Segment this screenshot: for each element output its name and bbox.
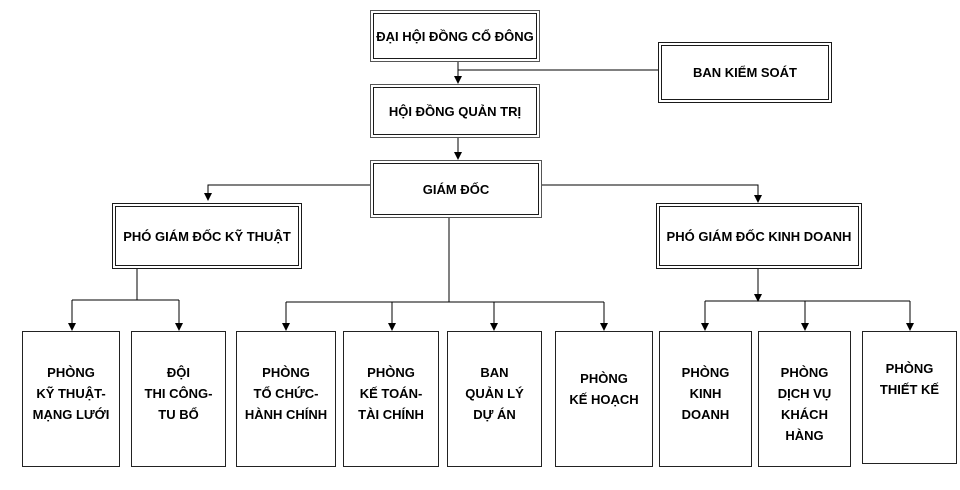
general-meeting-box: ĐẠI HỘI ĐỒNG CỔ ĐÔNG (370, 10, 540, 62)
supervisory-board-label: BAN KIỂM SOÁT (693, 65, 797, 80)
board-of-directors-box: HỘI ĐỒNG QUẢN TRỊ (370, 84, 540, 138)
deputy-business-box: PHÓ GIÁM ĐỐC KINH DOANH (656, 203, 862, 269)
director-box: GIÁM ĐỐC (370, 160, 542, 218)
board-of-directors-label: HỘI ĐỒNG QUẢN TRỊ (388, 103, 522, 119)
department-box: BAN QUẢN LÝ DỰ ÁN (447, 331, 542, 467)
department-label: PHÒNG TỔ CHỨC- HÀNH CHÍNH (244, 365, 328, 422)
department-box: PHÒNG KỸ THUẬT- MẠNG LƯỚI (22, 331, 120, 467)
department-label: PHÒNG KỸ THUẬT- MẠNG LƯỚI (32, 365, 110, 422)
deputy-technical-box: PHÓ GIÁM ĐỐC KỸ THUẬT (112, 203, 302, 269)
director-label: GIÁM ĐỐC (422, 181, 490, 197)
department-label: PHÒNG DỊCH VỤ KHÁCH HÀNG (777, 365, 832, 443)
connector-director-to-deputy-technical (204, 184, 372, 201)
department-box: PHÒNG THIẾT KẾ (862, 331, 957, 464)
general-meeting-label: ĐẠI HỘI ĐỒNG CỔ ĐÔNG (376, 28, 534, 44)
deputy-business-label: PHÓ GIÁM ĐỐC KINH DOANH (666, 228, 852, 244)
department-label: BAN QUẢN LÝ DỰ ÁN (465, 365, 524, 422)
department-box: PHÒNG TỔ CHỨC- HÀNH CHÍNH (236, 331, 336, 467)
connector-director-to-deputy-business (540, 184, 762, 203)
department-box: PHÒNG DỊCH VỤ KHÁCH HÀNG (758, 331, 851, 467)
department-box: ĐỘI THI CÔNG- TU BỔ (131, 331, 226, 467)
department-label: PHÒNG THIẾT KẾ (879, 361, 940, 397)
department-label: PHÒNG KẾ TOÁN- TÀI CHÍNH (358, 365, 424, 422)
department-box: PHÒNG KẾ TOÁN- TÀI CHÍNH (343, 331, 439, 467)
department-label: PHÒNG KẾ HOẠCH (569, 371, 639, 407)
deputy-technical-label: PHÓ GIÁM ĐỐC KỸ THUẬT (123, 228, 291, 244)
department-box: PHÒNG KINH DOANH (659, 331, 752, 467)
department-label: ĐỘI THI CÔNG- TU BỔ (144, 365, 213, 422)
supervisory-board-box: BAN KIỂM SOÁT (658, 42, 832, 103)
department-box: PHÒNG KẾ HOẠCH (555, 331, 653, 467)
department-label: PHÒNG KINH DOANH (681, 365, 730, 422)
